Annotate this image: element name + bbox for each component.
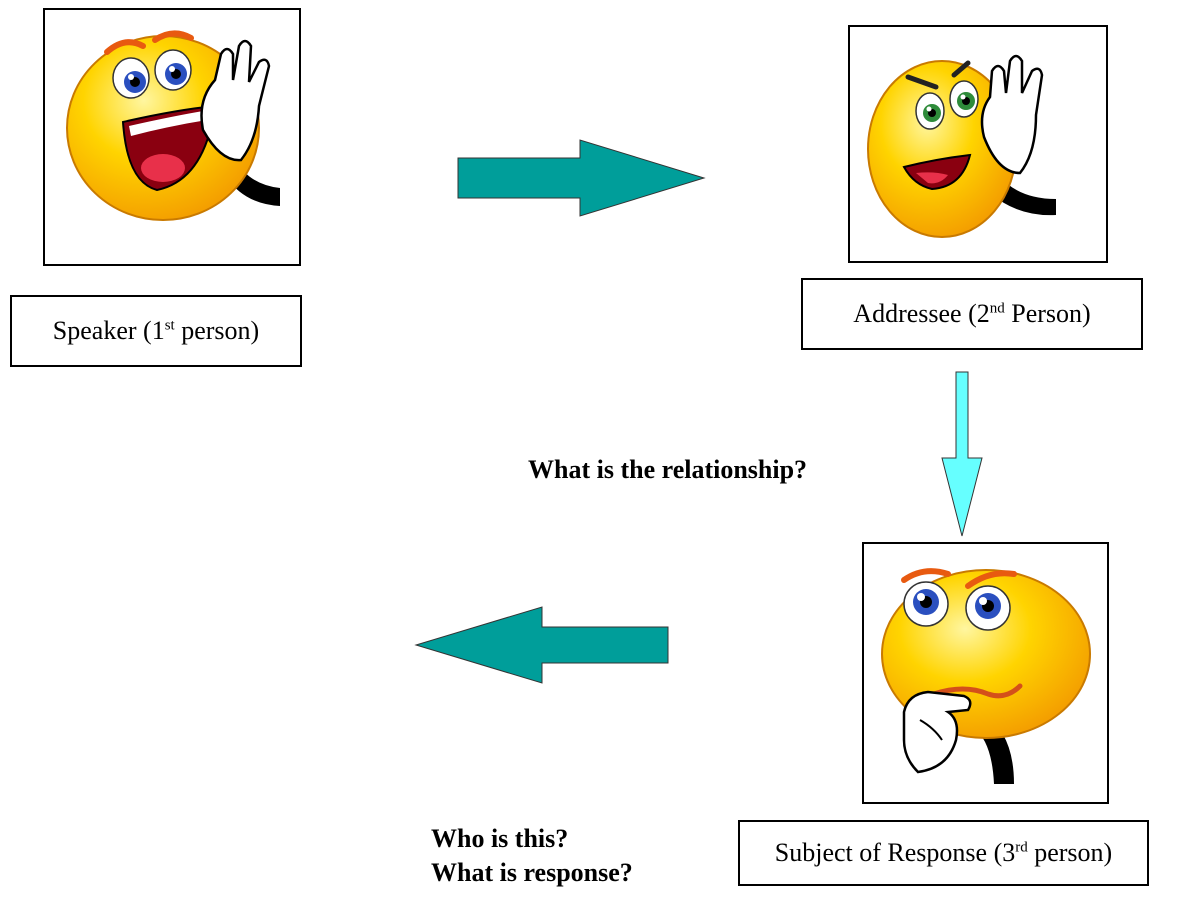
arrow-right [457,139,706,217]
subject-label: Subject of Response (3rd person) [738,820,1149,886]
addressee-label: Addressee (2nd Person) [801,278,1143,350]
response-question: What is response? [431,858,633,887]
speaker-label: Speaker (1st person) [10,295,302,367]
speaker-label-text: Speaker (1st person) [52,316,260,345]
speaker-picture-frame [43,8,301,266]
who-question: Who is this? [431,824,569,853]
relationship-question: What is the relationship? [528,455,808,484]
subject-label-text: Subject of Response (3rd person) [774,838,1113,867]
addressee-picture-frame [848,25,1108,263]
thinking-smiley-icon [881,568,1091,784]
listening-smiley-icon [867,54,1056,238]
subject-picture-frame [862,542,1109,804]
addressee-label-text: Addressee (2nd Person) [853,299,1091,328]
arrow-left [414,606,669,684]
shouting-smiley-icon [66,30,280,221]
arrow-down [941,371,983,537]
